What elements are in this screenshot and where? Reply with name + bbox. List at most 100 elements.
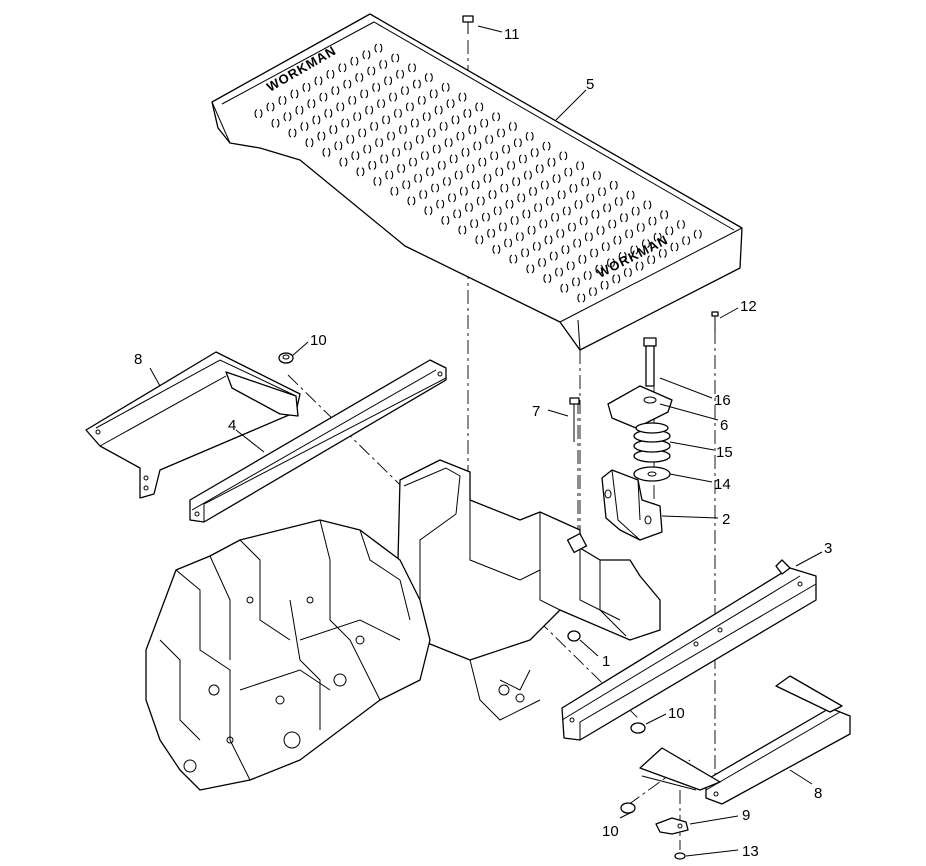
tread-mark <box>631 206 640 216</box>
callout-7: 7 <box>532 403 540 420</box>
callout-10: 10 <box>668 705 685 722</box>
tread-mark <box>522 209 531 219</box>
tread-mark <box>589 287 597 297</box>
tread-mark <box>482 212 490 222</box>
tread-mark <box>449 154 458 164</box>
callout-3: 3 <box>824 540 832 557</box>
tread-mark <box>618 251 627 261</box>
tread-mark <box>512 177 521 187</box>
tread-mark <box>478 157 487 167</box>
tread-mark <box>665 226 674 236</box>
tread-mark <box>544 235 553 245</box>
tread-mark <box>556 229 565 239</box>
tread-mark <box>502 144 510 154</box>
tread-mark <box>465 202 473 212</box>
tread-mark <box>385 170 394 180</box>
engine-assembly <box>145 519 431 791</box>
tread-mark <box>424 206 433 216</box>
tread-mark <box>370 121 379 131</box>
tread-mark <box>581 177 590 187</box>
tread-mark <box>586 193 595 203</box>
nut-middle <box>630 722 646 734</box>
tread-mark <box>429 89 438 99</box>
tread-mark <box>350 56 359 66</box>
tread-mark <box>658 248 667 258</box>
tread-mark <box>492 112 500 122</box>
tread-mark <box>288 128 297 138</box>
tread-mark <box>470 219 479 229</box>
tread-mark <box>564 167 573 177</box>
tread-mark <box>579 216 588 226</box>
tread-mark <box>448 193 456 203</box>
tread-mark <box>441 215 450 225</box>
tread-mark <box>583 270 592 281</box>
callout-16: 16 <box>714 392 731 409</box>
tread-mark <box>439 121 448 131</box>
tread-mark <box>601 242 610 252</box>
tread-mark <box>593 171 601 181</box>
tread-mark <box>562 206 571 216</box>
tread-mark <box>636 222 645 232</box>
tread-pattern <box>254 43 702 303</box>
tread-mark <box>412 79 421 89</box>
clip <box>655 817 689 835</box>
tread-mark <box>458 92 467 102</box>
tread-mark <box>432 144 441 154</box>
tread-mark <box>353 112 362 122</box>
tread-mark <box>317 131 326 141</box>
tread-mark <box>408 63 416 73</box>
tread-mark <box>348 95 357 105</box>
tread-mark <box>389 92 397 102</box>
main-frame <box>397 459 661 721</box>
tread-mark <box>532 241 541 251</box>
tread-mark <box>525 131 534 141</box>
callout-labels: 11 5 12 10 8 16 7 6 4 15 14 2 3 1 10 8 9… <box>134 26 832 860</box>
tread-mark <box>483 173 492 183</box>
mount-bracket <box>601 469 663 541</box>
tread-mark <box>518 154 527 164</box>
callout-6: 6 <box>720 417 728 434</box>
tread-mark <box>609 180 618 190</box>
tread-mark <box>620 213 628 223</box>
tread-mark <box>399 125 407 135</box>
tread-mark <box>283 112 292 122</box>
callout-1: 1 <box>602 653 610 670</box>
tread-mark <box>362 50 371 60</box>
tread-mark <box>612 274 621 284</box>
tread-mark <box>643 200 652 210</box>
callout-8: 8 <box>814 785 822 802</box>
tread-mark <box>331 86 340 96</box>
tread-mark <box>504 238 513 248</box>
tread-mark <box>507 160 515 170</box>
tread-mark <box>396 69 404 79</box>
tread-mark <box>341 118 350 128</box>
tread-mark <box>635 261 644 271</box>
bracket-upper <box>85 351 301 499</box>
tread-mark <box>559 151 568 161</box>
callout-2: 2 <box>722 511 730 528</box>
tread-mark <box>442 177 451 187</box>
tread-mark <box>569 183 578 193</box>
tread-mark <box>401 86 409 96</box>
screw-top <box>462 15 474 34</box>
tread-mark <box>476 196 485 206</box>
bolt-mount <box>643 337 657 387</box>
tread-mark <box>307 99 316 109</box>
tread-mark <box>647 255 656 265</box>
tread-mark <box>566 261 575 271</box>
tread-mark <box>526 264 535 274</box>
tread-mark <box>521 248 529 258</box>
tread-mark <box>368 160 377 170</box>
tread-mark <box>358 128 367 138</box>
tread-mark <box>278 95 287 106</box>
tread-mark <box>480 118 489 128</box>
tread-mark <box>338 63 347 73</box>
tread-mark <box>373 177 382 187</box>
callout-13: 13 <box>742 843 759 860</box>
tread-mark <box>561 245 570 255</box>
tread-mark <box>367 66 376 76</box>
tread-mark <box>515 232 524 242</box>
tread-mark <box>360 89 369 99</box>
tread-mark <box>568 222 576 232</box>
tread-mark <box>473 141 482 151</box>
